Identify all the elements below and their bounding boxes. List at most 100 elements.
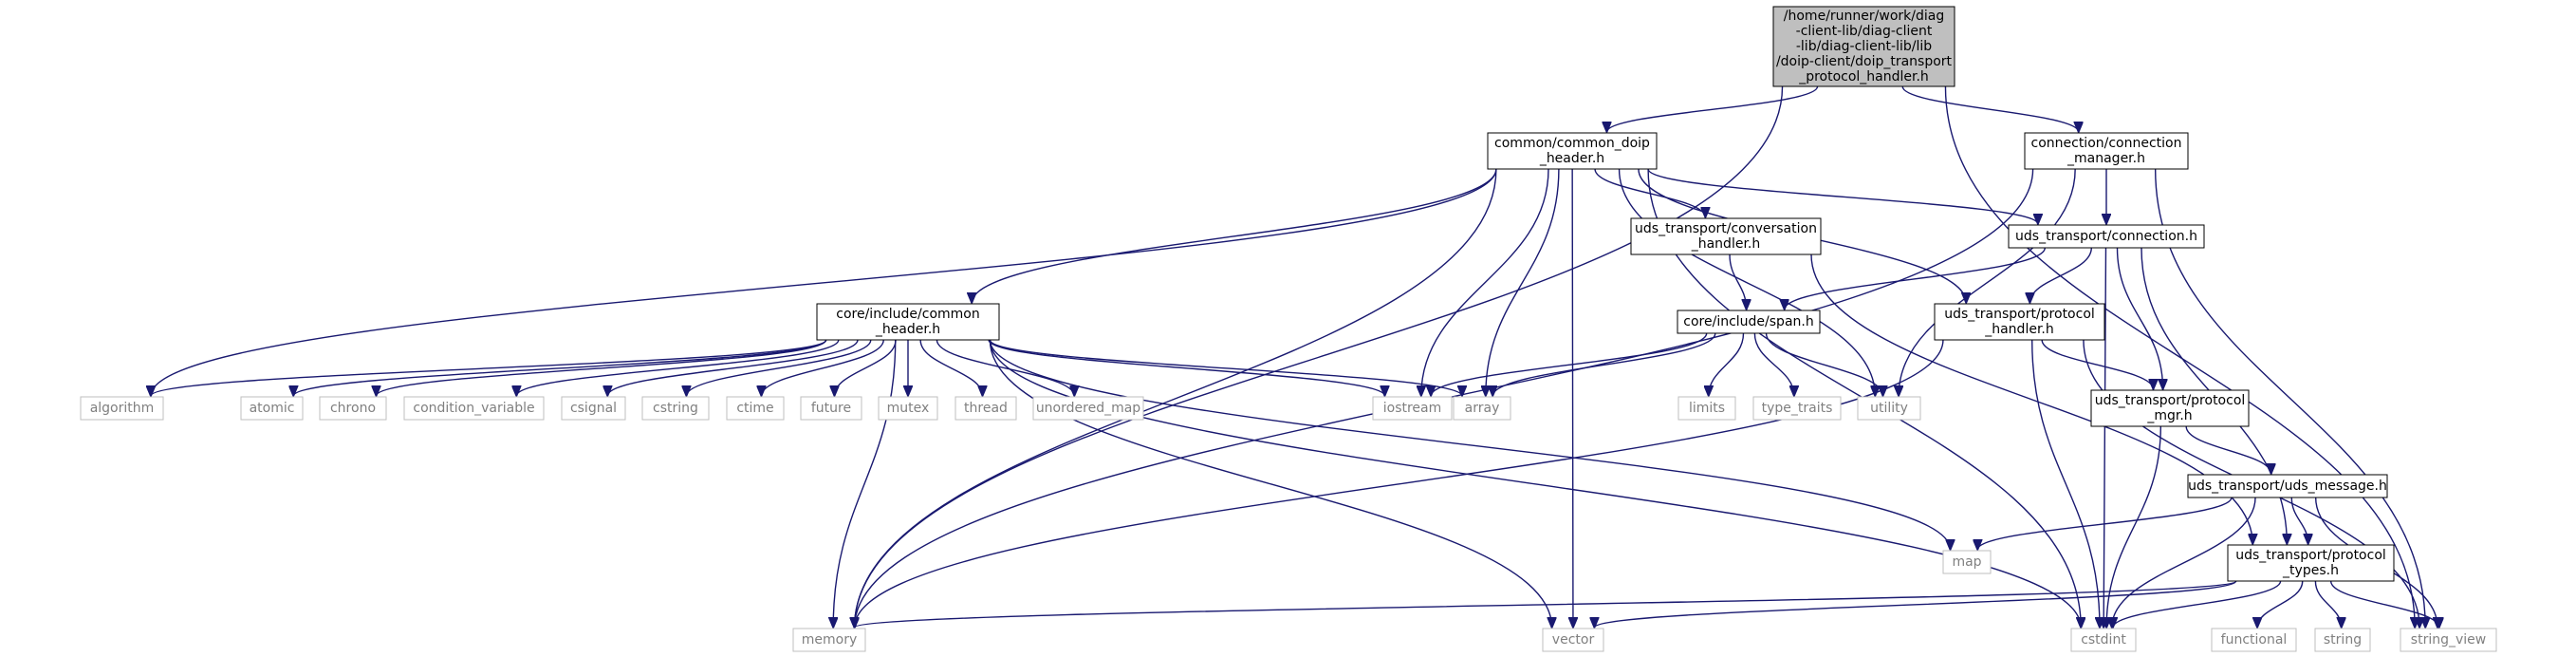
- edge-span-to-utility: [1765, 332, 1883, 396]
- node-functional[interactable]: functional: [2211, 628, 2297, 652]
- node-root-label-line: -lib/diag-client-lib/lib: [1796, 39, 1932, 54]
- edge-core_common-to-array: [989, 339, 1462, 396]
- node-cstring[interactable]: cstring: [641, 396, 710, 421]
- node-root[interactable]: /home/runner/work/diag-client-lib/diag-c…: [1772, 6, 1955, 87]
- edge-common_doip-to-core_common: [972, 168, 1497, 303]
- node-condvar-label-line: condition_variable: [413, 401, 534, 416]
- edge-proto_handler-to-cstdint: [2031, 339, 2100, 628]
- node-core_common[interactable]: core/include/common_header.h: [816, 303, 1000, 341]
- edge-core_common-to-thread: [919, 339, 982, 396]
- edge-common_doip-to-algorithm: [151, 168, 1497, 396]
- node-conversation-label-line: _handler.h: [1691, 236, 1761, 252]
- node-string_view-label-line: string_view: [2411, 632, 2486, 648]
- edge-root-to-common_doip: [1606, 85, 1819, 132]
- edge-common_doip-to-connection: [1647, 168, 2038, 224]
- edge-proto_mgr-to-uds_message: [2185, 425, 2270, 474]
- node-ctime[interactable]: ctime: [726, 396, 785, 421]
- node-limits[interactable]: limits: [1677, 396, 1736, 421]
- edge-core_common-to-csignal: [607, 339, 859, 396]
- node-utility-box: [1857, 396, 1921, 421]
- node-csignal-label-line: csignal: [570, 401, 617, 416]
- node-ctime-box: [726, 396, 785, 421]
- node-common_doip-box: [1487, 132, 1658, 170]
- node-memory-box: [792, 628, 866, 652]
- node-conn_mgr-box: [2024, 132, 2189, 170]
- edge-connection-to-proto_mgr: [2116, 247, 2163, 389]
- node-future[interactable]: future: [800, 396, 862, 421]
- node-map[interactable]: map: [1942, 550, 1992, 574]
- edge-core_common-to-cstring: [686, 339, 872, 396]
- node-conversation[interactable]: uds_transport/conversation_handler.h: [1630, 217, 1822, 255]
- node-proto_mgr[interactable]: uds_transport/protocol_mgr.h: [2090, 389, 2250, 427]
- edge-core_common-to-future: [834, 339, 897, 396]
- edge-common_doip-to-vector: [1572, 168, 1573, 628]
- node-unordered_map-box: [1032, 396, 1144, 421]
- edge-root-to-memory: [855, 85, 1784, 628]
- node-string-label-line: string: [2324, 632, 2362, 648]
- edge-proto_types-to-functional: [2257, 580, 2304, 628]
- node-algorithm[interactable]: algorithm: [80, 396, 164, 421]
- node-root-label-line: -client-lib/diag-client: [1796, 24, 1933, 39]
- edge-common_doip-to-array: [1486, 168, 1560, 396]
- node-type_traits-box: [1752, 396, 1842, 421]
- node-vector[interactable]: vector: [1542, 628, 1604, 652]
- edge-proto_types-to-cstdint: [2113, 580, 2282, 628]
- node-vector-label-line: vector: [1552, 632, 1595, 648]
- node-conn_mgr[interactable]: connection/connection_manager.h: [2024, 132, 2189, 170]
- node-iostream-label-line: iostream: [1383, 401, 1442, 416]
- edge-core_common-to-condvar: [516, 339, 840, 396]
- edge-connection-to-cstdint: [2103, 247, 2105, 628]
- edge-proto_types-to-string: [2314, 580, 2341, 628]
- node-type_traits-label-line: type_traits: [1762, 401, 1833, 416]
- edge-common_doip-to-memory: [855, 168, 1497, 628]
- node-atomic[interactable]: atomic: [240, 396, 304, 421]
- node-algorithm-box: [80, 396, 164, 421]
- node-cstdint[interactable]: cstdint: [2070, 628, 2137, 652]
- node-thread[interactable]: thread: [954, 396, 1017, 421]
- node-proto_types[interactable]: uds_transport/protocol_types.h: [2227, 544, 2395, 582]
- edge-span-to-type_traits: [1753, 332, 1793, 396]
- node-span[interactable]: core/include/span.h: [1677, 310, 1821, 334]
- node-mutex-box: [878, 396, 938, 421]
- node-unordered_map[interactable]: unordered_map: [1032, 396, 1144, 421]
- node-array[interactable]: array: [1453, 396, 1511, 421]
- node-string[interactable]: string: [2314, 628, 2371, 652]
- node-iostream[interactable]: iostream: [1372, 396, 1453, 421]
- node-span-label-line: core/include/span.h: [1683, 314, 1813, 329]
- node-uds_message[interactable]: uds_transport/uds_message.h: [2187, 474, 2388, 498]
- node-core_common-label-line: core/include/common: [836, 307, 979, 322]
- edge-connection-to-span: [1785, 247, 2046, 310]
- node-condvar[interactable]: condition_variable: [403, 396, 545, 421]
- node-mutex-label-line: mutex: [887, 401, 930, 416]
- edge-uds_message-to-cstdint: [2112, 497, 2256, 628]
- node-mutex[interactable]: mutex: [878, 396, 938, 421]
- edge-core_common-to-iostream: [988, 339, 1384, 396]
- edge-span-to-array: [1492, 332, 1716, 396]
- node-conn_mgr-label-line: connection/connection: [2031, 136, 2182, 151]
- node-array-label-line: array: [1465, 401, 1500, 416]
- edge-core_common-to-memory: [833, 339, 897, 628]
- edge-core_common-to-algorithm: [151, 339, 827, 396]
- node-common_doip-label-line: common/common_doip: [1494, 136, 1650, 151]
- node-proto_handler[interactable]: uds_transport/protocol_handler.h: [1934, 303, 2105, 341]
- node-common_doip-label-line: _header.h: [1539, 151, 1604, 166]
- node-utility-label-line: utility: [1870, 401, 1908, 416]
- node-chrono[interactable]: chrono: [319, 396, 387, 421]
- node-algorithm-label-line: algorithm: [90, 401, 155, 416]
- node-string_view[interactable]: string_view: [2400, 628, 2497, 652]
- edge-proto_handler-to-proto_mgr: [2041, 339, 2153, 389]
- edge-proto_types-to-string_view: [2329, 580, 2439, 628]
- node-type_traits[interactable]: type_traits: [1752, 396, 1842, 421]
- node-chrono-label-line: chrono: [330, 401, 376, 416]
- node-cstdint-box: [2070, 628, 2137, 652]
- node-utility[interactable]: utility: [1857, 396, 1921, 421]
- node-memory[interactable]: memory: [792, 628, 866, 652]
- node-connection[interactable]: uds_transport/connection.h: [2008, 224, 2205, 249]
- node-csignal[interactable]: csignal: [561, 396, 626, 421]
- edge-core_common-to-cstdint: [989, 339, 2081, 628]
- edge-common_doip-to-iostream: [1421, 168, 1549, 396]
- node-common_doip[interactable]: common/common_doip_header.h: [1487, 132, 1658, 170]
- edge-core_common-to-atomic: [293, 339, 827, 396]
- node-array-box: [1453, 396, 1511, 421]
- node-proto_handler-box: [1934, 303, 2105, 341]
